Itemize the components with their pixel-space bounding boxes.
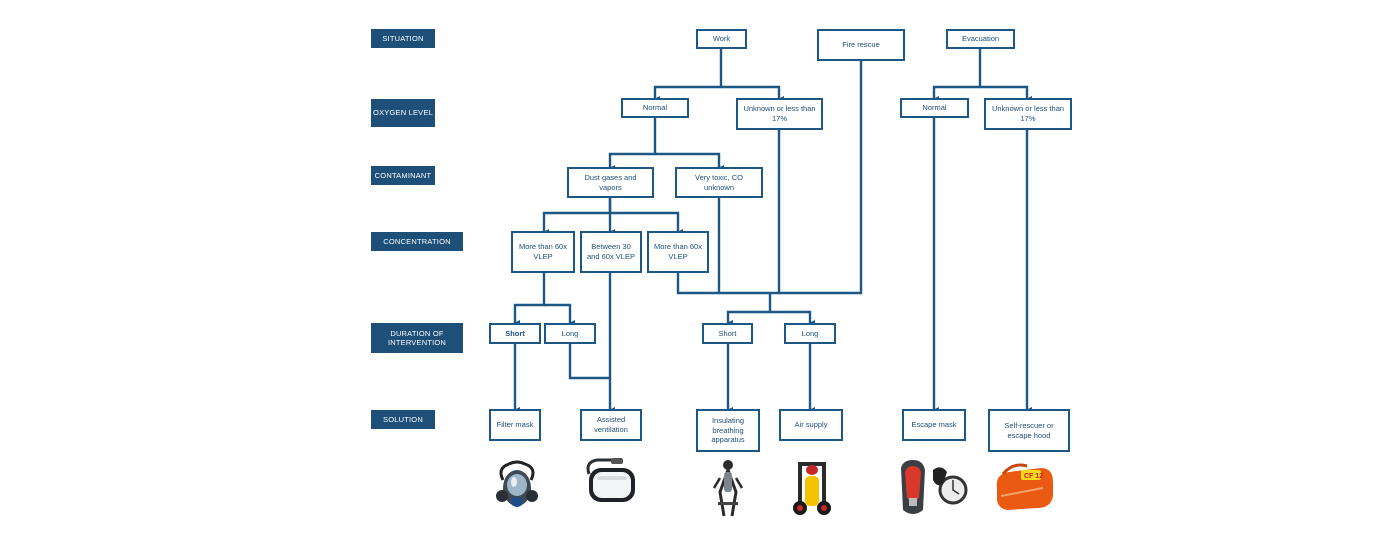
node-very-toxic: Very toxic, CO unknown (675, 167, 763, 198)
full-face-mask-image (496, 460, 538, 507)
work-to-unknown-connector (721, 85, 784, 102)
escape-hood-bag-image: CF 12 (996, 463, 1053, 510)
row-label-solution: SOLUTION (371, 410, 435, 429)
row-label-situation: SITUATION (371, 29, 435, 48)
merge-to-short-connector (726, 293, 772, 326)
row-label-contaminant: CONTAMINANT (371, 166, 435, 185)
node-escape-mask: Escape mask (902, 409, 966, 441)
node-short-b: Short (702, 323, 753, 344)
normal-to-toxic-connector (655, 152, 724, 171)
node-air-supply: Air supply (779, 409, 843, 441)
node-work: Work (696, 29, 747, 49)
node-normal-evac: Normal (900, 98, 969, 118)
node-dust-gases: Dust gases and vapors (567, 167, 654, 198)
node-evacuation: Evacuation (946, 29, 1015, 49)
evac-to-unknown-connector (980, 85, 1032, 102)
node-more-than-60x-a: More than 60x VLEP (511, 231, 575, 273)
evac-to-normal-connector (932, 48, 982, 102)
node-self-rescuer: Self-rescuer or escape hood (988, 409, 1070, 452)
long-to-assisted-connector (568, 343, 610, 380)
node-normal-work: Normal (621, 98, 689, 118)
more60a-to-short-connector (513, 272, 546, 326)
node-long-a: Long (544, 323, 596, 344)
node-unknown-evac: Unknown or less than 17% (984, 98, 1072, 130)
merge-to-long-connector (770, 310, 815, 326)
node-long-b: Long (784, 323, 836, 344)
air-supply-trolley-image (793, 462, 831, 515)
escape-mask-image (901, 460, 968, 514)
dust-to-more60a-connector (542, 197, 612, 235)
row-label-duration: DURATION OF INTERVENTION (371, 323, 463, 353)
assisted-ventilation-unit-image (586, 458, 635, 502)
node-unknown-work: Unknown or less than 17% (736, 98, 823, 130)
node-short-a: Short (489, 323, 541, 344)
work-to-normal-connector (653, 48, 723, 102)
normal-to-dust-connector (608, 117, 657, 171)
more60a-to-long-connector (544, 303, 575, 326)
node-assisted-ventilation: Assisted ventilation (580, 409, 642, 441)
node-insulating-apparatus: Insulating breathing apparatus (696, 409, 760, 452)
node-between-30-60x: Between 30 and 60x VLEP (580, 231, 642, 273)
breathing-apparatus-image (712, 460, 744, 517)
node-fire-rescue: Fire rescue (817, 29, 905, 61)
dust-to-more60b-connector (610, 211, 683, 235)
escape-hood-bag-label: CF 12 (1024, 473, 1043, 480)
node-more-than-60x-b: More than 60x VLEP (647, 231, 709, 273)
row-label-oxygen-level: OXYGEN LEVEL (371, 99, 435, 127)
node-filter-mask: Filter mask (489, 409, 541, 441)
row-label-concentration: CONCENTRATION (371, 232, 463, 251)
